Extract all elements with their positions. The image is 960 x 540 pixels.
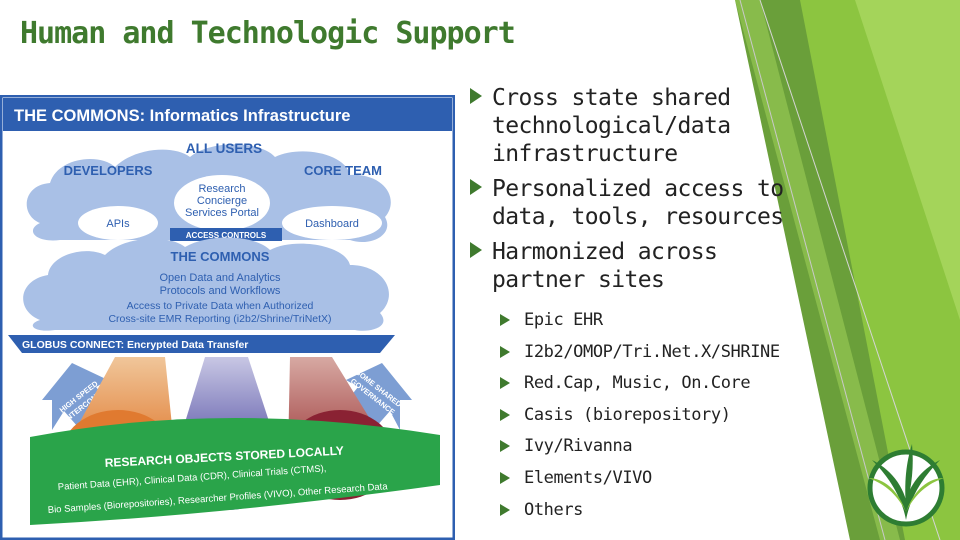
sub-bullet-item: Casis (biorepository): [498, 404, 818, 436]
sub-bullet-text: Casis (biorepository): [524, 404, 731, 425]
apis-label: APIs: [106, 218, 130, 230]
bullet-item: Harmonized across partner sites: [470, 238, 820, 294]
arrow-bullet-icon: [500, 440, 510, 453]
research-objects-band: [30, 417, 440, 525]
developers-label: DEVELOPERS: [64, 163, 153, 178]
apis-bubble: [78, 206, 158, 240]
slide-title: Human and Technologic Support: [20, 16, 516, 51]
arrow-bullet-icon: [500, 377, 510, 390]
commons-diagram: THE COMMONS: Informatics Infrastructure …: [0, 95, 455, 540]
bullet-text: Cross state shared technological/data in…: [492, 85, 731, 167]
sub-bullet-item: Others: [498, 499, 818, 531]
plant-logo-icon: [867, 444, 945, 527]
sub-bullet-item: Epic EHR: [498, 309, 818, 341]
sub-bullet-item: Red.Cap, Music, On.Core: [498, 372, 818, 404]
bullet-item: Cross state shared technological/data in…: [470, 84, 820, 168]
commons-line-4: Cross-site EMR Reporting (i2b2/Shrine/Tr…: [108, 313, 331, 325]
arrow-bullet-icon: [500, 345, 510, 358]
sub-bullet-text: Ivy/Rivanna: [524, 436, 633, 457]
portal-bubble: [174, 175, 270, 231]
the-commons-label: THE COMMONS: [171, 249, 270, 264]
arrow-bullet-icon: [500, 503, 510, 516]
sub-bullet-text: Elements/VIVO: [524, 467, 652, 488]
arrow-bullet-icon: [500, 314, 510, 326]
portal-line-1: Research: [198, 183, 245, 195]
deco-pale-band: [855, 0, 960, 320]
arrow-bullet-icon: [470, 179, 482, 195]
sub-bullet-text: Red.Cap, Music, On.Core: [524, 373, 751, 394]
sub-bullet-item: Elements/VIVO: [498, 467, 818, 499]
diagram-header: THE COMMONS: Informatics Infrastructure: [14, 107, 350, 125]
commons-line-1: Open Data and Analytics: [159, 272, 281, 284]
main-bullet-list: Cross state shared technological/data in…: [470, 84, 820, 301]
portal-line-3: Services Portal: [185, 207, 259, 219]
diagram-header-bar: [3, 98, 452, 131]
sub-bullet-text: Others: [524, 499, 584, 520]
access-controls-label: ACCESS CONTROLS: [186, 231, 267, 240]
sub-bullet-item: Ivy/Rivanna: [498, 435, 818, 467]
arrow-bullet-icon: [470, 242, 482, 258]
arrow-bullet-icon: [500, 408, 510, 421]
access-controls-bar: [170, 228, 282, 241]
sub-bullet-list: Epic EHR I2b2/OMOP/Tri.Net.X/SHRINE Red.…: [498, 309, 818, 530]
dashboard-bubble: [282, 206, 382, 240]
commons-cloud: [23, 237, 389, 331]
globus-label: GLOBUS CONNECT: Encrypted Data Transfer: [22, 339, 248, 351]
commons-line-3: Access to Private Data when Authorized: [127, 300, 314, 312]
bullet-text: Harmonized across partner sites: [492, 239, 718, 293]
sub-bullet-text: I2b2/OMOP/Tri.Net.X/SHRINE: [524, 341, 780, 362]
bullet-text: Personalized access to data, tools, reso…: [492, 176, 784, 230]
arrow-bullet-icon: [500, 471, 510, 484]
dashboard-label: Dashboard: [305, 218, 359, 230]
core-team-label: CORE TEAM: [304, 163, 382, 178]
arrow-bullet-icon: [470, 88, 482, 104]
globus-bar: [8, 335, 395, 353]
commons-line-2: Protocols and Workflows: [160, 285, 281, 297]
sub-bullet-text: Epic EHR: [524, 310, 603, 330]
portal-line-2: Concierge: [197, 195, 247, 207]
sub-bullet-item: I2b2/OMOP/Tri.Net.X/SHRINE: [498, 341, 818, 373]
all-users-label: ALL USERS: [186, 141, 262, 156]
bullet-item: Personalized access to data, tools, reso…: [470, 175, 820, 231]
deco-line-1: [739, 0, 886, 540]
